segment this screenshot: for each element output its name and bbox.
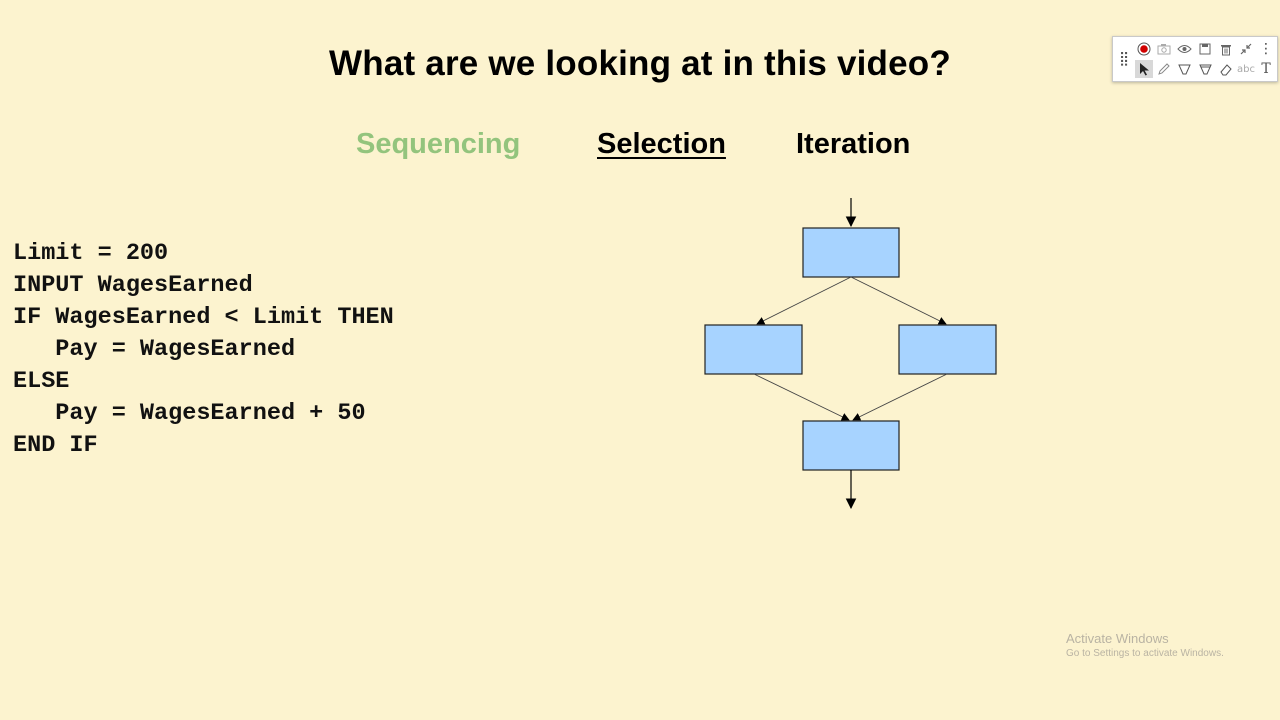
text-icon[interactable]: T: [1261, 61, 1271, 77]
code-line: INPUT WagesEarned: [13, 272, 253, 299]
annotation-toolbar: ⣿ ⋮ abc T: [1112, 36, 1278, 82]
code-line: END IF: [13, 432, 98, 459]
watermark-title: Activate Windows: [1066, 631, 1169, 646]
topic-selection: Selection: [597, 128, 726, 160]
camera-icon[interactable]: [1155, 40, 1173, 58]
topic-sequencing: Sequencing: [356, 128, 521, 160]
branch-right-arrow: [850, 276, 947, 325]
marker-icon[interactable]: [1196, 60, 1214, 78]
collapse-icon[interactable]: [1237, 40, 1255, 58]
code-line: Limit = 200: [13, 240, 169, 267]
branch-left-arrow: [756, 276, 852, 325]
save-icon[interactable]: [1196, 40, 1214, 58]
eraser-icon[interactable]: [1217, 60, 1235, 78]
merge-left-arrow: [753, 373, 850, 421]
code-line: IF WagesEarned < Limit THEN: [13, 304, 394, 331]
slide-title: What are we looking at in this video?: [329, 44, 951, 83]
activate-windows-watermark: Activate Windows Go to Settings to activ…: [1066, 631, 1224, 659]
merge-right-arrow: [852, 373, 948, 421]
topic-iteration: Iteration: [796, 128, 911, 160]
more-icon[interactable]: ⋮: [1259, 41, 1273, 57]
record-icon[interactable]: [1135, 40, 1153, 58]
branch-right-box: [898, 324, 997, 375]
eye-icon[interactable]: [1175, 40, 1193, 58]
decision-box: [802, 227, 900, 278]
trash-icon[interactable]: [1217, 40, 1235, 58]
pen-icon[interactable]: [1155, 60, 1173, 78]
watermark-subtitle: Go to Settings to activate Windows.: [1066, 648, 1224, 659]
grip-icon[interactable]: ⣿: [1119, 51, 1130, 67]
branch-left-box: [704, 324, 803, 375]
code-line: ELSE: [13, 368, 70, 395]
merge-box: [802, 420, 900, 471]
cursor-icon[interactable]: [1135, 60, 1153, 78]
highlighter-icon[interactable]: [1175, 60, 1193, 78]
text-recognize-icon[interactable]: abc: [1237, 63, 1255, 75]
code-line: Pay = WagesEarned + 50: [13, 400, 366, 427]
code-line: Pay = WagesEarned: [13, 336, 296, 363]
